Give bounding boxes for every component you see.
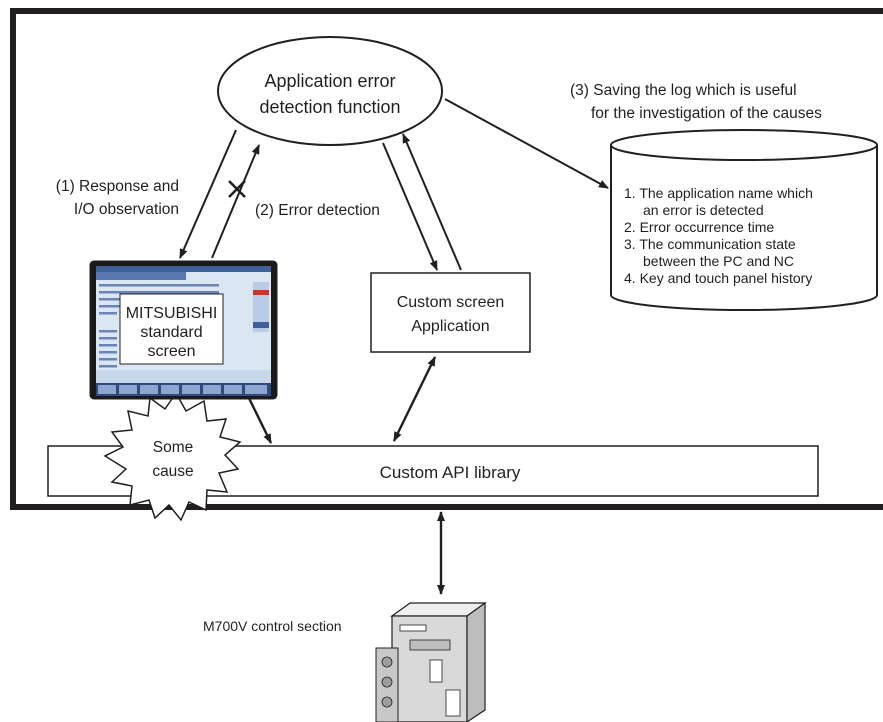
log-item: 3. The communication state [624, 236, 796, 252]
some-cause-label-1: Some [153, 439, 194, 456]
response-label-2: I/O observation [74, 201, 179, 218]
log-item-list: 1. The application name which an error i… [624, 185, 813, 286]
log-item: 4. Key and touch panel history [624, 270, 812, 286]
response-label-1: (1) Response and [56, 178, 179, 195]
log-item: 1. The application name which [624, 185, 813, 201]
some-cause-label-2: cause [152, 463, 193, 480]
api-library-label: Custom API library [380, 463, 521, 482]
error-detection-title-1: Application error [264, 71, 395, 91]
response-arrows [179, 129, 260, 259]
custom-app-label-2: Application [411, 318, 489, 335]
custom-screen-application: Custom screen Application [370, 272, 531, 353]
saving-arrow [444, 98, 609, 189]
custom-app-api-arrow [392, 356, 437, 442]
control-unit-hardware-icon [375, 601, 487, 722]
cross-mark-icon [228, 180, 246, 198]
mitsubishi-standard-screen: MITSUBISHI standard screen [89, 260, 278, 400]
error-detection-title-2: detection function [259, 97, 400, 117]
mitsubishi-label-2: standard [140, 324, 202, 341]
mitsubishi-label-3: screen [147, 343, 195, 360]
saving-label-1: (3) Saving the log which is useful [570, 82, 797, 99]
softkey-row [98, 385, 267, 394]
error-detection-label: (2) Error detection [255, 202, 380, 219]
control-section-label: M700V control section [203, 618, 342, 634]
custom-app-label-1: Custom screen [397, 294, 505, 311]
saving-label-2: for the investigation of the causes [591, 105, 822, 122]
error-detection-node: Application error detection function [217, 36, 443, 146]
log-item: an error is detected [643, 202, 764, 218]
mitsubishi-label-1: MITSUBISHI [126, 305, 218, 322]
database-cylinder-icon [610, 129, 878, 311]
starburst-icon: Some cause [103, 391, 242, 522]
custom-app-arrows [382, 133, 462, 271]
log-item: between the PC and NC [643, 253, 794, 269]
log-item: 2. Error occurrence time [624, 219, 774, 235]
